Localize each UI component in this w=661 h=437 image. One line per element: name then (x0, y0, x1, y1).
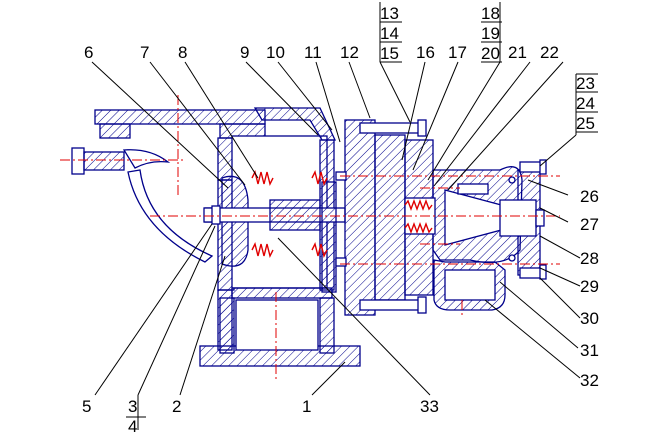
label-30: 30 (580, 309, 599, 328)
outlet-cap (499, 159, 547, 280)
label-12: 12 (340, 43, 359, 62)
label-2: 2 (172, 397, 181, 416)
label-4: 4 (128, 417, 137, 436)
label-17: 17 (448, 43, 467, 62)
label-18: 18 (481, 4, 500, 23)
middle-flange (335, 119, 434, 316)
label-29: 29 (580, 277, 599, 296)
label-3: 3 (128, 397, 137, 416)
label-7: 7 (140, 43, 149, 62)
label-25: 25 (576, 114, 595, 133)
leader-lines (91, 2, 581, 430)
label-9: 9 (240, 43, 249, 62)
label-26: 26 (580, 187, 599, 206)
label-33: 33 (420, 397, 439, 416)
return-springs (251, 169, 328, 259)
label-20: 20 (481, 44, 500, 63)
label-8: 8 (178, 43, 187, 62)
part-labels: 6 7 8 9 10 11 12 13 14 15 16 17 18 19 20… (82, 4, 599, 436)
label-16: 16 (416, 43, 435, 62)
label-19: 19 (481, 24, 500, 43)
label-1: 1 (302, 397, 311, 416)
label-15: 15 (380, 44, 399, 63)
label-31: 31 (580, 341, 599, 360)
centerlines (60, 95, 560, 380)
label-28: 28 (580, 249, 599, 268)
valve-body (404, 166, 523, 311)
label-6: 6 (84, 43, 93, 62)
label-22: 22 (540, 43, 559, 62)
label-5: 5 (82, 397, 91, 416)
label-14: 14 (380, 24, 399, 43)
label-13: 13 (380, 4, 399, 23)
suction-nozzle (71, 147, 214, 263)
label-11: 11 (304, 43, 322, 62)
label-23: 23 (576, 74, 595, 93)
label-21: 21 (508, 43, 527, 62)
label-24: 24 (576, 94, 595, 113)
end-bolt (203, 205, 221, 225)
label-27: 27 (580, 215, 599, 234)
label-10: 10 (266, 43, 285, 62)
label-32: 32 (580, 371, 599, 390)
